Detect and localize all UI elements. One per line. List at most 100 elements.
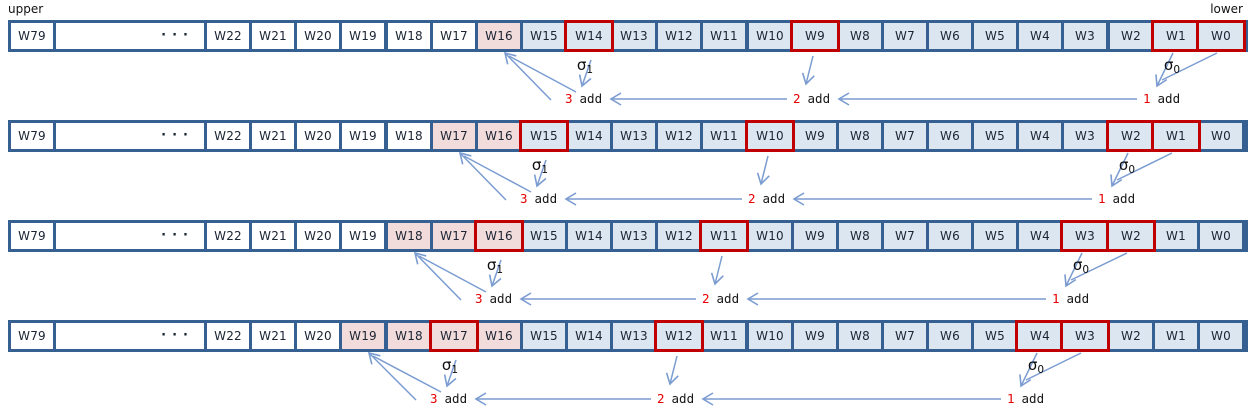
- cell-w18: W18: [388, 23, 430, 49]
- sigma1-label: σ1: [437, 356, 463, 376]
- sigma-glyph: σ: [1118, 156, 1129, 174]
- cell-ellipsis: ···: [56, 23, 204, 49]
- sigma-subscript: 1: [451, 364, 459, 376]
- cell-w6: W6: [929, 223, 971, 249]
- cell-w9: W9: [794, 323, 836, 349]
- cell-w8: W8: [839, 223, 881, 249]
- cell-w12: W12: [654, 320, 704, 352]
- arrow-add3-to-target-2: [372, 355, 442, 393]
- cell-w12: W12: [658, 23, 700, 49]
- cell-w22: W22: [207, 223, 249, 249]
- arrow-add3-to-target: [503, 51, 552, 101]
- cell-w20: W20: [297, 323, 339, 349]
- cell-w79: W79: [11, 23, 53, 49]
- add-number: 2: [702, 291, 710, 306]
- cell-w4: W4: [1019, 123, 1061, 149]
- arrow-word-to-add2: [756, 155, 770, 186]
- cell-w79: W79: [11, 223, 53, 249]
- arrow-add3-to-target-2: [508, 55, 577, 93]
- cell-w15: W15: [523, 223, 565, 249]
- cell-w9: W9: [794, 223, 836, 249]
- sigma1-label: σ1: [482, 256, 508, 276]
- add-word: add: [716, 291, 740, 306]
- cell-w22: W22: [207, 123, 249, 149]
- cell-w21: W21: [252, 223, 294, 249]
- cell-w19: W19: [342, 323, 384, 349]
- sigma1-label: σ1: [527, 156, 553, 176]
- cell-w0: W0: [1196, 20, 1246, 52]
- arrow-add3-to-target: [458, 151, 507, 201]
- cell-ellipsis: ···: [56, 323, 204, 349]
- cell-ellipsis: ···: [56, 123, 204, 149]
- cell-w15: W15: [523, 23, 565, 49]
- arrow-add3-to-target: [413, 251, 462, 301]
- cell-w5: W5: [974, 223, 1016, 249]
- add-word: add: [579, 91, 603, 106]
- sigma-glyph: σ: [1072, 256, 1083, 274]
- sigma-subscript: 1: [541, 164, 549, 176]
- add-word: add: [807, 91, 831, 106]
- sigma-glyph: σ: [531, 156, 542, 174]
- sigma1-label: σ1: [572, 56, 598, 76]
- cell-w7: W7: [884, 223, 926, 249]
- sigma0-label: σ0: [1114, 156, 1140, 176]
- sigma-glyph: σ: [441, 356, 452, 374]
- cell-ellipsis: ···: [56, 223, 204, 249]
- cell-w20: W20: [297, 123, 339, 149]
- cell-w5: W5: [974, 123, 1016, 149]
- sigma-subscript: 0: [1128, 164, 1136, 176]
- add-word: add: [1066, 291, 1090, 306]
- add-number: 1: [1098, 191, 1106, 206]
- cell-w7: W7: [884, 323, 926, 349]
- sigma-subscript: 0: [1082, 264, 1090, 276]
- sigma-glyph: σ: [1027, 356, 1038, 374]
- cell-w10: W10: [745, 120, 795, 152]
- cell-w17: W17: [429, 320, 479, 352]
- sigma0-label: σ0: [1159, 56, 1185, 76]
- cell-w21: W21: [252, 323, 294, 349]
- cell-w20: W20: [297, 223, 339, 249]
- sigma-glyph: σ: [576, 56, 587, 74]
- cell-w4: W4: [1019, 23, 1061, 49]
- cell-w6: W6: [929, 323, 971, 349]
- arrow-add3-to-target-2: [418, 255, 487, 293]
- cell-w0: W0: [1200, 223, 1242, 249]
- cell-w7: W7: [884, 23, 926, 49]
- cell-w13: W13: [613, 123, 655, 149]
- add-word: add: [1112, 191, 1136, 206]
- cell-w18: W18: [388, 323, 430, 349]
- cell-w1: W1: [1151, 20, 1201, 52]
- cell-w5: W5: [974, 323, 1016, 349]
- cell-w13: W13: [613, 323, 655, 349]
- cell-w8: W8: [839, 323, 881, 349]
- sigma-glyph: σ: [1163, 56, 1174, 74]
- add-number: 3: [475, 291, 483, 306]
- cell-w16: W16: [478, 123, 520, 149]
- add-number: 2: [793, 91, 801, 106]
- sigma-subscript: 0: [1037, 364, 1045, 376]
- sigma-subscript: 0: [1173, 64, 1181, 76]
- sigma0-label: σ0: [1068, 256, 1094, 276]
- cell-w1: W1: [1151, 120, 1201, 152]
- add1-label: 1 add: [1098, 191, 1135, 206]
- add2-label: 2 add: [793, 91, 830, 106]
- cell-w21: W21: [252, 123, 294, 149]
- arrow-word-to-add2: [665, 355, 679, 386]
- cell-w22: W22: [207, 23, 249, 49]
- arrow-word-to-add2: [801, 55, 815, 86]
- cell-w79: W79: [11, 123, 53, 149]
- cell-w13: W13: [613, 223, 655, 249]
- cell-w17: W17: [433, 223, 475, 249]
- add-word: add: [444, 391, 468, 406]
- cell-w3: W3: [1064, 123, 1106, 149]
- cell-w8: W8: [839, 23, 881, 49]
- cell-w10: W10: [749, 323, 791, 349]
